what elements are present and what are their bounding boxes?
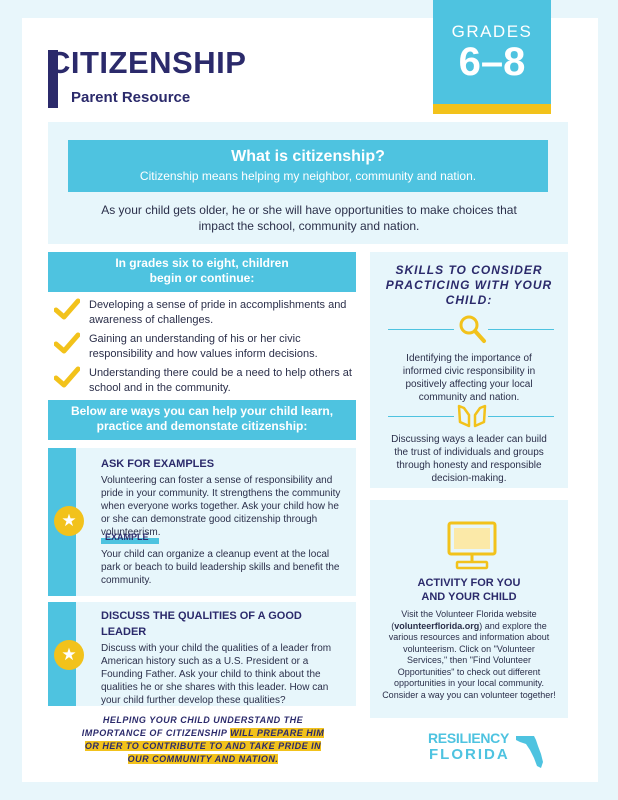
activity-heading-line1: ACTIVITY FOR YOU: [417, 577, 521, 589]
star-icon: ★: [54, 506, 84, 536]
magnifying-glass-icon: [459, 315, 486, 343]
ways-heading-line2: practice and demonstate citizenship:: [96, 419, 308, 433]
page-subtitle: Parent Resource: [71, 89, 191, 106]
grades-heading-line2: begin or continue:: [149, 271, 255, 285]
example-tag: EXAMPLE: [101, 532, 159, 544]
intro-banner: What is citizenship? Citizenship means h…: [68, 140, 548, 192]
florida-map-icon: [516, 736, 543, 768]
computer-icon: [447, 521, 497, 570]
activity-text-before: Visit the Volunteer Florida website (: [391, 609, 537, 631]
checkmark-icon: [54, 298, 80, 320]
grades-badge-stripe: [433, 104, 551, 114]
development-checklist: Developing a sense of pride in accomplis…: [48, 298, 356, 400]
card-title: DISCUSS THE QUALITIES OF A GOOD LEADER: [101, 610, 302, 638]
skills-card: [370, 252, 568, 488]
checklist-text: Understanding there could be a need to h…: [89, 367, 352, 394]
grades-badge: GRADES 6–8: [433, 0, 551, 112]
footer-note-plain: HELPING YOUR CHILD UNDERSTAND THE IMPORT…: [81, 715, 304, 738]
divider: [388, 416, 454, 417]
list-item: Gaining an understanding of his or her c…: [48, 332, 356, 366]
intro-definition: Citizenship means helping my neighbor, c…: [139, 169, 477, 183]
ways-heading: Below are ways you can help your child l…: [48, 400, 356, 440]
ways-heading-line1: Below are ways you can help your child l…: [70, 404, 334, 418]
checklist-text: Developing a sense of pride in accomplis…: [89, 299, 347, 326]
skills-heading: SKILLS TO CONSIDER PRACTICING WITH YOUR …: [385, 263, 553, 307]
grades-heading-line1: In grades six to eight, children: [115, 256, 289, 270]
card-body: Volunteering can foster a sense of respo…: [101, 475, 341, 538]
star-icon: ★: [54, 640, 84, 670]
intro-text: As your child gets older, he or she will…: [101, 203, 517, 233]
checklist-text: Gaining an understanding of his or her c…: [89, 333, 318, 360]
intro-question: What is citizenship?: [231, 148, 385, 165]
footer-note: HELPING YOUR CHILD UNDERSTAND THE IMPORT…: [78, 714, 328, 766]
list-item: Understanding there could be a need to h…: [48, 366, 356, 400]
example-label: EXAMPLE: [105, 532, 149, 542]
brand-line1: RESILIENCY: [428, 730, 510, 746]
divider: [388, 329, 454, 330]
checkmark-icon: [54, 332, 80, 354]
activity-heading: ACTIVITY FOR YOU AND YOUR CHILD: [370, 576, 568, 604]
brand-line2: FLORIDA: [429, 746, 510, 763]
skill-item: Identifying the importance of informed c…: [402, 353, 536, 403]
skill-item: Discussing ways a leader can build the t…: [391, 434, 547, 484]
page-title: CITIZENSHIP: [48, 45, 247, 80]
card-title: ASK FOR EXAMPLES: [101, 458, 215, 470]
grades-label: GRADES: [451, 22, 533, 41]
activity-heading-line2: AND YOUR CHILD: [421, 591, 517, 603]
leader-qualities-card: ★ DISCUSS THE QUALITIES OF A GOOD LEADER…: [48, 602, 356, 706]
activity-text-after: ) and explore the various resources and …: [382, 620, 556, 700]
raised-hands-icon: [457, 404, 487, 428]
activity-text: Visit the Volunteer Florida website (vol…: [382, 609, 556, 701]
volunteer-florida-link[interactable]: volunteerflorida.org: [394, 620, 480, 631]
checkmark-icon: [54, 366, 80, 388]
example-text: Your child can organize a cleanup event …: [101, 549, 340, 586]
title-accent-bar: [48, 50, 58, 108]
grades-section-heading: In grades six to eight, children begin o…: [48, 252, 356, 292]
divider: [488, 329, 554, 330]
list-item: Developing a sense of pride in accomplis…: [48, 298, 356, 332]
card-body: Discuss with your child the qualities of…: [101, 643, 332, 706]
resiliency-florida-logo: RESILIENCY FLORIDA: [428, 730, 548, 780]
ask-examples-card: ★ ASK FOR EXAMPLES Volunteering can fost…: [48, 448, 356, 596]
grades-range: 6–8: [458, 40, 526, 84]
divider: [488, 416, 554, 417]
